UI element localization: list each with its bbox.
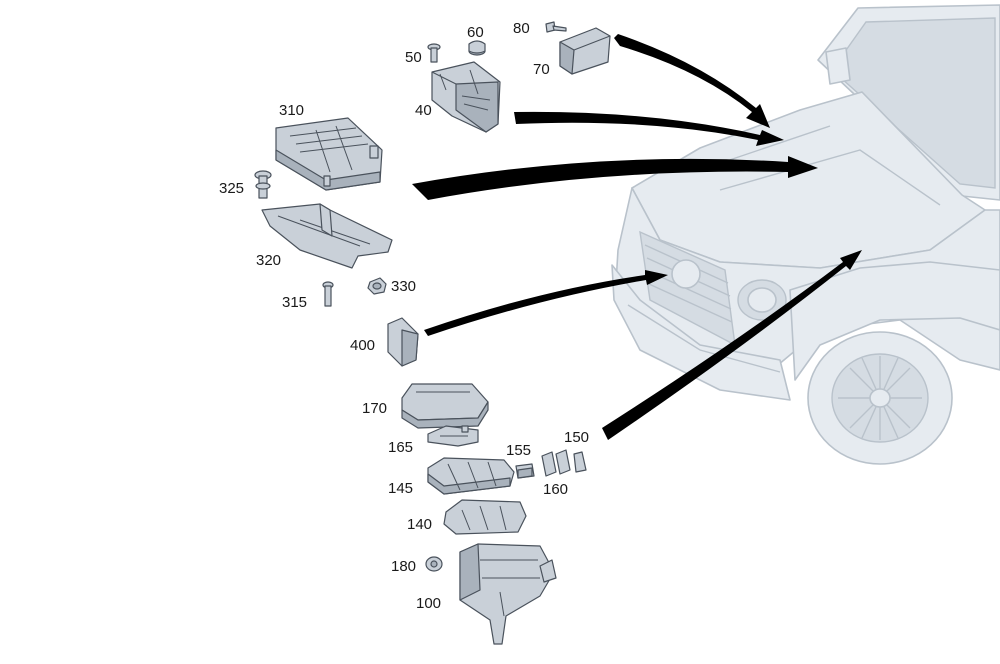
part-165-frame	[427, 425, 479, 447]
vehicle-illustration	[611, 4, 1000, 465]
label-150: 150	[564, 429, 589, 446]
arrow-to-hood-upper	[614, 34, 770, 128]
label-40: 40	[415, 102, 432, 119]
arrow-to-grille	[424, 270, 668, 336]
part-160-relays	[541, 449, 571, 477]
part-320-mounting-bracket	[261, 203, 393, 269]
label-325: 325	[219, 180, 244, 197]
label-170: 170	[362, 400, 387, 417]
label-315: 315	[282, 294, 307, 311]
vehicle-fender	[789, 261, 1000, 381]
part-400-sensor	[387, 317, 419, 367]
label-310: 310	[279, 102, 304, 119]
vehicle-bumper	[611, 264, 791, 401]
vehicle-emblem	[671, 259, 701, 289]
part-140-fuse-base	[443, 499, 527, 535]
part-60-nut	[468, 40, 486, 56]
label-155: 155	[506, 442, 531, 459]
arrow-to-fender	[602, 250, 862, 440]
part-145-fuse-block	[427, 457, 515, 495]
part-150-relay	[573, 451, 587, 473]
label-400: 400	[350, 337, 375, 354]
part-labels: 80 60 50 70 40 310 325 320 330 315 400 1…	[219, 20, 589, 612]
part-40-relay-block	[431, 61, 501, 133]
part-325-bolt	[254, 170, 272, 199]
label-60: 60	[467, 24, 484, 41]
part-155-fuse	[515, 463, 535, 479]
label-165: 165	[388, 439, 413, 456]
vehicle-windshield-glass	[831, 17, 996, 189]
label-100: 100	[416, 595, 441, 612]
part-50-screw	[427, 43, 441, 63]
part-180-grommet	[425, 556, 443, 572]
label-320: 320	[256, 252, 281, 269]
label-180: 180	[391, 558, 416, 575]
part-330-nut	[367, 277, 387, 295]
part-310-control-unit	[275, 117, 383, 191]
part-70-control-module	[559, 27, 611, 75]
part-100-housing	[459, 543, 557, 645]
part-80-screw	[545, 21, 567, 33]
label-70: 70	[533, 61, 550, 78]
label-145: 145	[388, 480, 413, 497]
label-140: 140	[407, 516, 432, 533]
arrows	[412, 34, 862, 440]
arrow-to-hood-mid	[514, 111, 784, 146]
label-160: 160	[543, 481, 568, 498]
part-315-bolt	[322, 281, 334, 307]
label-80: 80	[513, 20, 530, 37]
arrow-to-hood-lower	[412, 156, 818, 200]
label-50: 50	[405, 49, 422, 66]
part-170-fuse-box-cover	[401, 383, 489, 429]
label-330: 330	[391, 278, 416, 295]
